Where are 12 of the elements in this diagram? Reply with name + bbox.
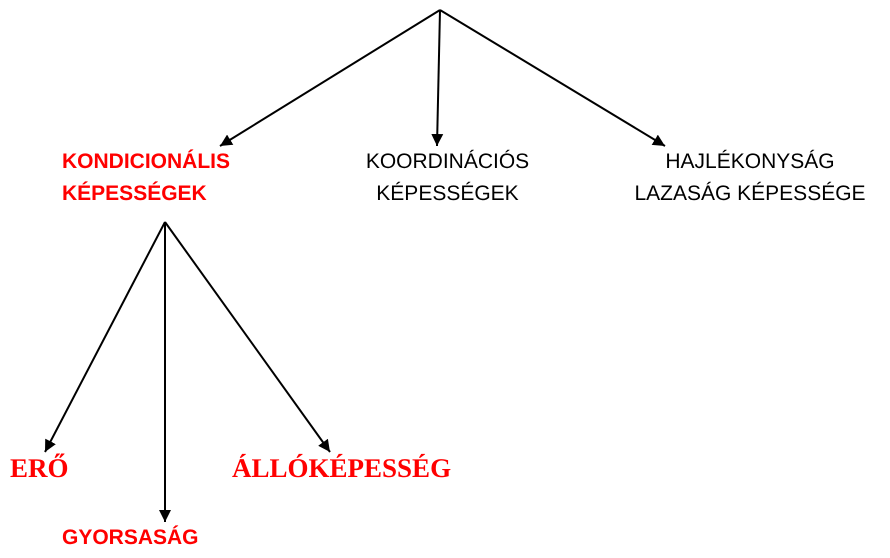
node-label: GYORSASÁG (62, 522, 199, 554)
arrow (164, 221, 331, 453)
arrow (159, 222, 171, 522)
arrow (219, 9, 441, 147)
node-label: ERŐ (10, 452, 69, 484)
arrow (439, 9, 666, 147)
node-label: KOORDINÁCIÓS KÉPESSÉGEK (335, 146, 560, 210)
node-label: ÁLLÓKÉPESSÉG (232, 452, 452, 484)
arrow (431, 10, 444, 146)
node-label: KONDICIONÁLIS KÉPESSÉGEK (62, 146, 262, 210)
arrow (44, 222, 166, 452)
node-label: HAJLÉKONYSÁG LAZASÁG KÉPESSÉGE (630, 146, 870, 210)
